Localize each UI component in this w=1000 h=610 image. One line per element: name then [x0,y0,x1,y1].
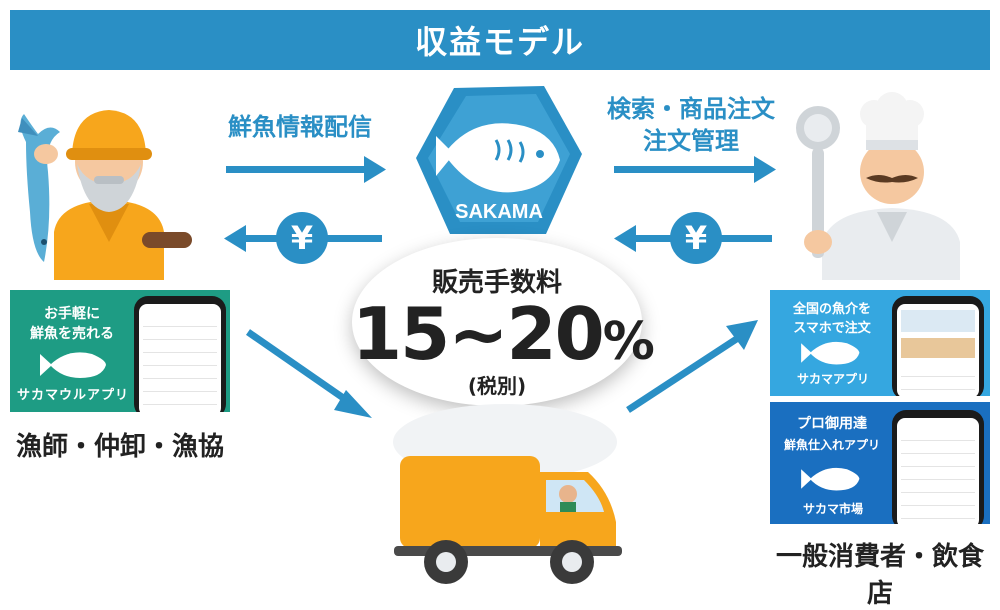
fish-logo-icon [40,352,106,378]
flow-label-search-order: 検索・商品注文 [607,95,775,123]
buyer-app-banner-2: プロ御用達 鮮魚仕入れアプリ サカマ市場 [770,402,990,524]
buyer-app1-line2: スマホで注文 [793,321,871,336]
seller-app-line2: 鮮魚を売れる [30,326,114,342]
arrow-diagonal-down-icon [246,329,372,418]
fisherman-icon [18,110,192,280]
buyer-phone-2 [892,410,984,524]
buyer-phone-1 [892,296,984,396]
buyer-app1-line1: 全国の魚介を [792,302,871,317]
seller-label: 漁師・仲卸・漁協 [15,432,224,462]
fee-bubble [352,238,642,406]
buyer-label: 一般消費者・飲食店 [775,542,984,609]
flow-label-fish-info: 鮮魚情報配信 [228,113,372,141]
fee-title: 販売手数料 [431,268,562,298]
fee-note: (税別) [467,374,527,398]
fee-number: 15~20 [352,292,605,376]
fee-unit: % [602,312,655,372]
seller-phone [134,296,226,412]
arrow-diagonal-up-icon [626,320,758,413]
buyer-app2-line1: プロ御用達 [797,416,867,432]
fish-logo-icon: SAKAMA [416,86,582,234]
arrow-right-icon [226,156,386,183]
buyer-app2-line2: 鮮魚仕入れアプリ [783,438,880,452]
flow-label-order-management: 注文管理 [643,127,739,155]
fee-value: 15~20% [352,292,655,376]
buyer-app-banner-1: 全国の魚介を スマホで注文 サカマアプリ [770,290,990,396]
arrow-right-icon [614,156,776,183]
truck-icon [393,404,622,584]
fish-logo-icon [801,467,860,491]
buyer-app2-name: サカマ市場 [802,502,863,516]
yen-icon: ¥ [670,212,722,264]
fish-logo-icon [801,341,860,365]
seller-app-line1: お手軽に [44,306,100,322]
seller-app-name: サカマウルアプリ [16,388,129,403]
buyer-app1-name: サカマアプリ [796,372,869,386]
page-title: 収益モデル [10,10,990,70]
logo-text: SAKAMA [455,201,543,223]
chef-icon [796,92,960,280]
seller-app-banner: お手軽に 鮮魚を売れる サカマウルアプリ [10,290,230,412]
yen-icon: ¥ [276,212,328,264]
